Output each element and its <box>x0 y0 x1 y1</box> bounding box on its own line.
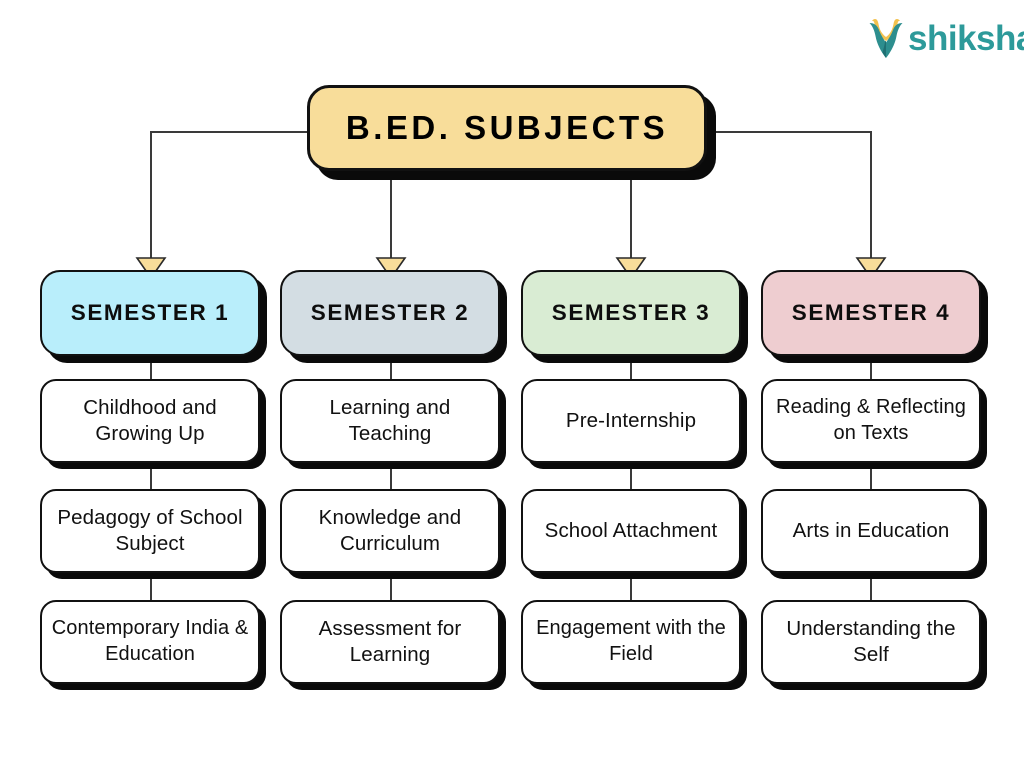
subject-label: Pre-Internship <box>565 408 697 432</box>
subject-label: Knowledge and Curriculum <box>318 505 462 555</box>
semester-header-3: SEMESTER 3 <box>521 270 741 356</box>
subject-label: Assessment for Learning <box>318 616 462 666</box>
subject-label: School Attachment <box>544 518 718 542</box>
subject-card: Arts in Education <box>761 489 981 573</box>
subject-card: Understanding the Self <box>761 600 981 684</box>
diagram-title-node: B.ED. SUBJECTS <box>307 85 707 171</box>
semester-header-label: SEMESTER 3 <box>551 300 711 325</box>
subject-label: Childhood and Growing Up <box>83 395 217 445</box>
subject-card: Reading & Reflecting on Texts <box>761 379 981 463</box>
subject-label: Reading & Reflecting on Texts <box>776 396 966 444</box>
subject-label: Understanding the Self <box>786 616 956 666</box>
subject-card: Pre-Internship <box>521 379 741 463</box>
subject-card: School Attachment <box>521 489 741 573</box>
subject-label: Engagement with the Field <box>536 617 726 665</box>
shiksha-leaf-icon <box>869 19 903 58</box>
page-title: B.ED. SUBJECTS <box>345 109 669 146</box>
subject-card: Pedagogy of School Subject <box>40 489 260 573</box>
semester-header-label: SEMESTER 4 <box>791 300 951 325</box>
subject-card: Childhood and Growing Up <box>40 379 260 463</box>
subject-label: Contemporary India & Education <box>51 617 249 665</box>
subject-card: Engagement with the Field <box>521 600 741 684</box>
subject-card: Knowledge and Curriculum <box>280 489 500 573</box>
semester-header-1: SEMESTER 1 <box>40 270 260 356</box>
subject-card: Assessment for Learning <box>280 600 500 684</box>
subject-label: Arts in Education <box>792 518 950 542</box>
subject-label: Pedagogy of School Subject <box>57 505 243 555</box>
semester-header-2: SEMESTER 2 <box>280 270 500 356</box>
subject-label: Learning and Teaching <box>329 395 451 445</box>
semester-header-label: SEMESTER 1 <box>70 300 230 325</box>
subject-card: Contemporary India & Education <box>40 600 260 684</box>
semester-header-4: SEMESTER 4 <box>761 270 981 356</box>
semester-header-label: SEMESTER 2 <box>310 300 470 325</box>
logo-wordmark: shiksha <box>908 18 1024 58</box>
shiksha-logo: shiksha <box>866 14 1024 62</box>
subject-card: Learning and Teaching <box>280 379 500 463</box>
